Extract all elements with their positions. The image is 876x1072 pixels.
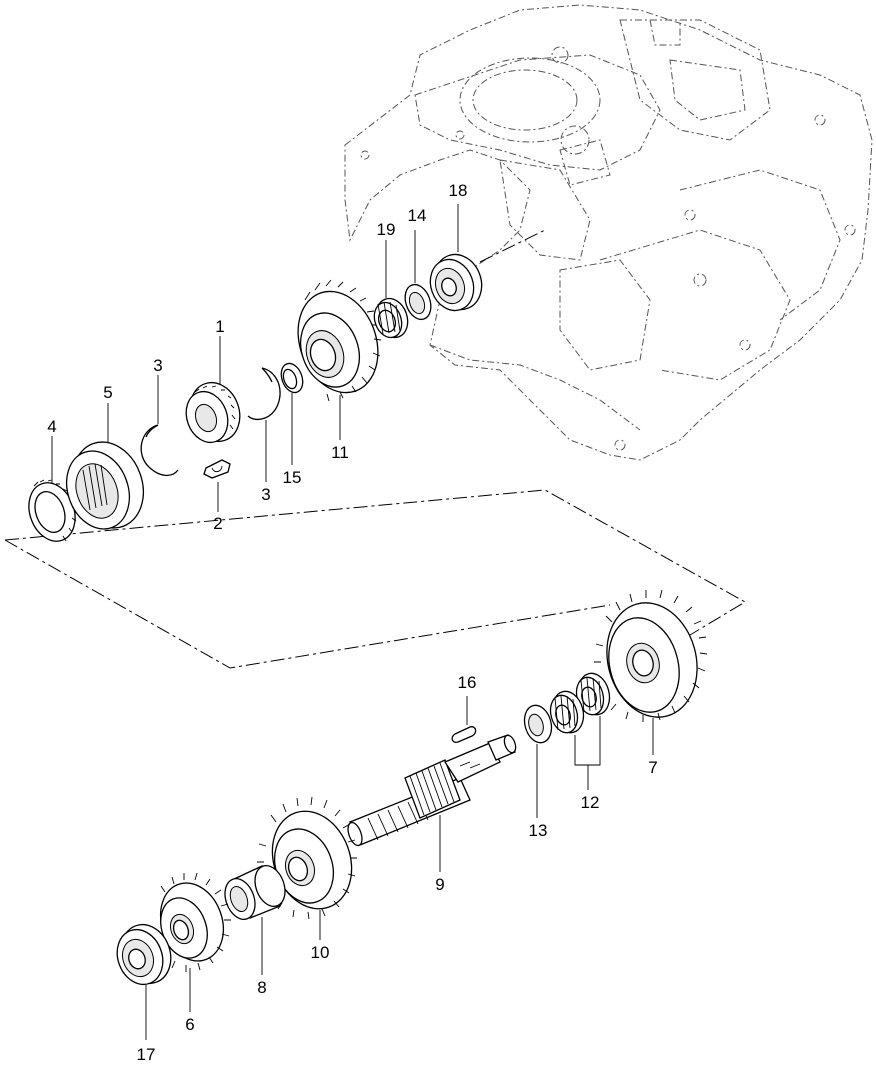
part-needle-bearings-12 (549, 672, 611, 734)
callout-5: 5 (103, 383, 112, 402)
part-main-shaft-9 (347, 734, 517, 847)
callout-15: 15 (283, 468, 302, 487)
callout-7: 7 (648, 758, 657, 777)
part-thrust-washer-13 (523, 704, 553, 744)
part-snap-ring-3a (140, 424, 179, 477)
transmission-housing (344, 4, 873, 461)
callout-6: 6 (185, 1015, 194, 1034)
callout-11: 11 (331, 443, 349, 462)
part-gear-11 (297, 279, 382, 402)
callout-labels: 1 2 3 3 4 5 6 7 8 9 10 11 12 13 14 15 16… (47, 181, 657, 1064)
part-spacer-8 (224, 865, 286, 920)
part-large-gear-7 (594, 589, 708, 722)
callout-18: 18 (449, 181, 468, 200)
callout-13: 13 (529, 821, 548, 840)
leader-lines (51, 204, 654, 1040)
callout-10: 10 (311, 943, 330, 962)
callout-4: 4 (47, 417, 56, 436)
part-sleeve-5 (66, 441, 144, 530)
part-synchro-ring-4 (28, 479, 77, 542)
callout-16: 16 (458, 673, 477, 692)
assembly-centerlines (4, 229, 746, 669)
part-key-16 (451, 726, 477, 743)
callout-2: 2 (213, 514, 222, 533)
callout-17: 17 (137, 1045, 156, 1064)
part-washer-14 (404, 283, 432, 321)
callout-9: 9 (435, 875, 444, 894)
callout-3-left: 3 (153, 356, 162, 375)
part-gear-10 (257, 796, 357, 920)
part-ball-bearing-17 (116, 923, 172, 986)
callout-1: 1 (215, 317, 224, 336)
part-needle-bearing-19 (373, 297, 409, 339)
callout-12: 12 (581, 793, 600, 812)
callout-14: 14 (408, 206, 427, 225)
callout-19: 19 (377, 220, 396, 239)
part-washer-15 (280, 362, 304, 394)
callout-3-right: 3 (261, 485, 270, 504)
part-snap-ring-3b (247, 367, 281, 421)
part-shift-key-2 (203, 459, 231, 479)
callout-8: 8 (257, 978, 266, 997)
part-hub-gear-1 (185, 381, 241, 444)
part-small-gear-6 (160, 872, 231, 972)
part-ball-bearing-18 (429, 253, 483, 312)
